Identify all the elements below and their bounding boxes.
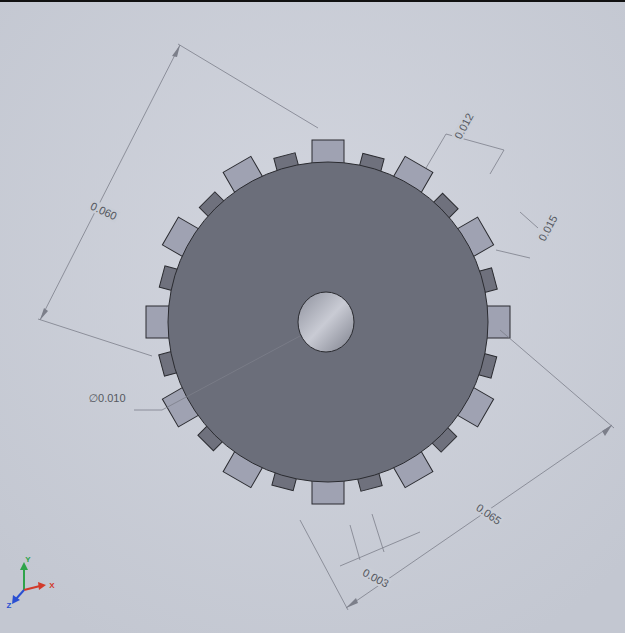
axis-letter: Y	[24, 554, 31, 566]
dimension-lines	[38, 44, 614, 610]
dimension-arrowheads	[40, 45, 612, 608]
top-border	[0, 0, 625, 2]
gear-disc	[168, 162, 488, 482]
center-hole	[298, 292, 354, 352]
axis-letter: X	[48, 580, 55, 592]
gear-teeth	[146, 140, 510, 504]
tooth-faces	[159, 153, 497, 491]
axis-letter: Z	[6, 600, 13, 612]
axis-triad	[12, 562, 46, 604]
diameter-callout: ∅0.010	[87, 392, 126, 404]
